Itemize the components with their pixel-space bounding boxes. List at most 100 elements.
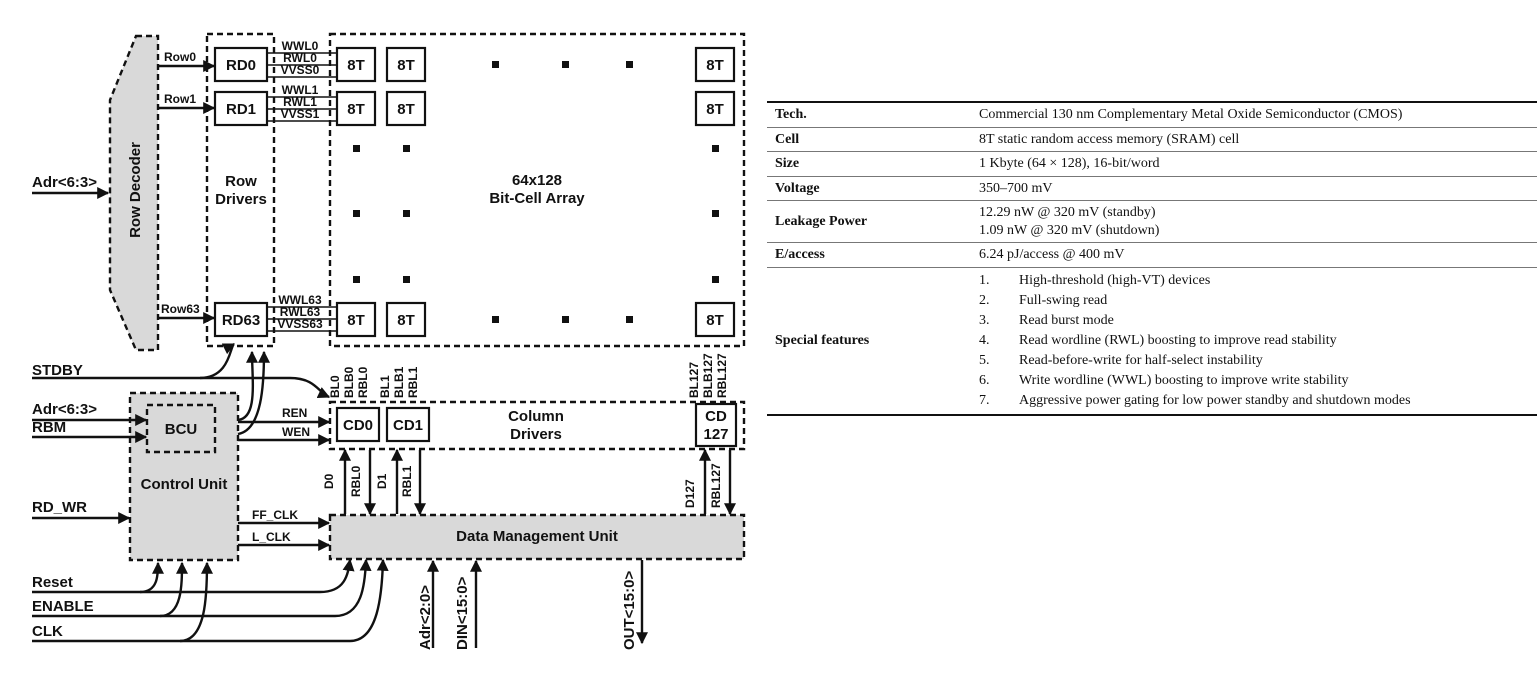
list-item: 5.Read-before-write for half-select inst… [979, 352, 1263, 368]
column-driver-label: CD [705, 408, 727, 425]
stdby-input: STDBY [32, 342, 331, 399]
svg-text:Adr<6:3>: Adr<6:3> [32, 174, 97, 191]
svg-text:BL0: BL0 [328, 375, 342, 398]
list-item: 4.Read wordline (RWL) boosting to improv… [979, 332, 1337, 348]
rd-wr-input: RD_WR [32, 499, 131, 524]
row-value: Commercial 130 nm Complementary Metal Ox… [979, 107, 1403, 122]
l-clk-signal: L_CLK [238, 530, 331, 551]
cell-row1-col1: 8T [385, 90, 427, 127]
row-decoder-label: Row Decoder [127, 142, 144, 238]
wen-signal: WEN [238, 425, 331, 446]
svg-text:L_CLK: L_CLK [252, 530, 291, 544]
svg-text:8T: 8T [347, 312, 365, 329]
column-driver-label: CD1 [393, 417, 423, 434]
reset-input: Reset [32, 558, 355, 594]
column-driver-label: 127 [703, 426, 728, 443]
svg-text:RWL63: RWL63 [280, 305, 321, 319]
column-drivers-label-2: Drivers [510, 426, 562, 443]
svg-text:8T: 8T [397, 101, 415, 118]
rbm-input: RBM [32, 419, 148, 443]
svg-text:DIN<15:0>: DIN<15:0> [454, 576, 471, 650]
svg-text:RBL127: RBL127 [709, 463, 723, 508]
svg-text:WWL0: WWL0 [282, 39, 319, 53]
svg-text:RBL1: RBL1 [400, 465, 414, 497]
table-row: Size 1 Kbyte (64 × 128), 16-bit/word [767, 152, 1537, 176]
cell-row0-col1: 8T [385, 46, 427, 83]
table-row: Special features 1.High-threshold (high-… [767, 267, 1537, 415]
list-item: 3.Read burst mode [979, 312, 1114, 328]
svg-text:RBM: RBM [32, 419, 66, 436]
svg-text:RBL0: RBL0 [349, 465, 363, 497]
data-wires-col127: D127 RBL127 [683, 448, 736, 516]
svg-text:RBL1: RBL1 [406, 366, 420, 398]
svg-text:BLB0: BLB0 [342, 366, 356, 398]
cell-row63-col0: 8T [335, 301, 377, 338]
row-key: Size [775, 156, 800, 171]
svg-text:8T: 8T [347, 57, 365, 74]
bitlines-col1: BL1 BLB1 RBL1 [378, 366, 420, 398]
svg-text:WWL63: WWL63 [278, 293, 322, 307]
svg-text:VVSS63: VVSS63 [277, 317, 323, 331]
svg-text:VVSS1: VVSS1 [281, 107, 320, 121]
svg-text:D0: D0 [322, 473, 336, 489]
cell-row63-col127: 8T [694, 301, 736, 338]
row-key: Tech. [775, 107, 807, 122]
svg-text:D1: D1 [375, 473, 389, 489]
row-key: Special features [775, 332, 870, 348]
svg-text:8T: 8T [706, 101, 724, 118]
svg-text:RWL0: RWL0 [283, 51, 317, 65]
ff-clk-signal: FF_CLK [238, 508, 331, 529]
svg-text:OUT<15:0>: OUT<15:0> [621, 571, 638, 650]
svg-text:RBL127: RBL127 [715, 353, 729, 398]
column-driver-label: CD0 [343, 417, 373, 434]
svg-text:BLB1: BLB1 [392, 366, 406, 398]
bitlines-col127: BL127 BLB127 RBL127 [687, 353, 729, 398]
list-item: 6.Write wordline (WWL) boosting to impro… [979, 372, 1349, 388]
features-list: 1.High-threshold (high-VT) devices 2.Ful… [979, 271, 1529, 411]
svg-text:BL127: BL127 [687, 362, 701, 398]
row-driver-label: RD1 [226, 101, 256, 118]
row-value: 350–700 mV [979, 180, 1053, 196]
bitcell-array-region [328, 32, 746, 348]
array-label-2: Bit-Cell Array [489, 190, 585, 207]
row-value-line: 12.29 nW @ 320 mV (standby) [979, 205, 1156, 220]
array-label-1: 64x128 [512, 172, 562, 189]
svg-text:Adr<6:3>: Adr<6:3> [32, 401, 97, 418]
row-drivers-label-1: Row [225, 173, 257, 190]
svg-text:STDBY: STDBY [32, 362, 83, 379]
svg-text:WWL1: WWL1 [282, 83, 319, 97]
data-wires-col0: D0 RBL0 [322, 448, 376, 516]
list-item: 7.Aggressive power gating for low power … [979, 392, 1411, 408]
svg-text:8T: 8T [347, 101, 365, 118]
table-row: Voltage 350–700 mV [767, 176, 1537, 201]
row-value: 6.24 pJ/access @ 400 mV [979, 247, 1125, 262]
svg-text:RWL1: RWL1 [283, 95, 317, 109]
out-port: OUT<15:0> [621, 560, 648, 650]
row-key: Leakage Power [775, 213, 868, 229]
svg-text:REN: REN [282, 406, 307, 420]
row-driver-label: RD63 [222, 312, 260, 329]
row-drivers-region [205, 32, 276, 348]
svg-text:WEN: WEN [282, 425, 310, 439]
row-value: 1.High-threshold (high-VT) devices 2.Ful… [971, 267, 1537, 415]
table-row: Cell 8T static random access memory (SRA… [767, 127, 1537, 152]
column-driver-box [694, 402, 738, 448]
ellipsis-dots [353, 61, 719, 323]
cell-row1-col127: 8T [694, 90, 736, 127]
row63-label: Row63 [161, 302, 200, 316]
row-value: 8T static random access memory (SRAM) ce… [979, 131, 1240, 147]
sram-block-diagram: Row Decoder Row Drivers 64x128 Bit-Cell … [32, 32, 746, 650]
clk-input: CLK [32, 558, 389, 643]
row-driver-box [213, 46, 269, 83]
row-value: 12.29 nW @ 320 mV (standby) 1.09 nW @ 32… [971, 201, 1537, 243]
row0-label: Row0 [164, 50, 196, 64]
svg-text:8T: 8T [706, 312, 724, 329]
svg-text:CLK: CLK [32, 623, 63, 640]
row-decoder-block [108, 34, 160, 352]
adr-low-port: Adr<2:0> [417, 559, 439, 650]
table-row: Leakage Power 12.29 nW @ 320 mV (standby… [767, 201, 1537, 243]
list-item: 1.High-threshold (high-VT) devices [979, 272, 1211, 288]
list-item: 2.Full-swing read [979, 292, 1108, 308]
cell-row0-col0: 8T [335, 46, 377, 83]
svg-text:ENABLE: ENABLE [32, 598, 94, 615]
